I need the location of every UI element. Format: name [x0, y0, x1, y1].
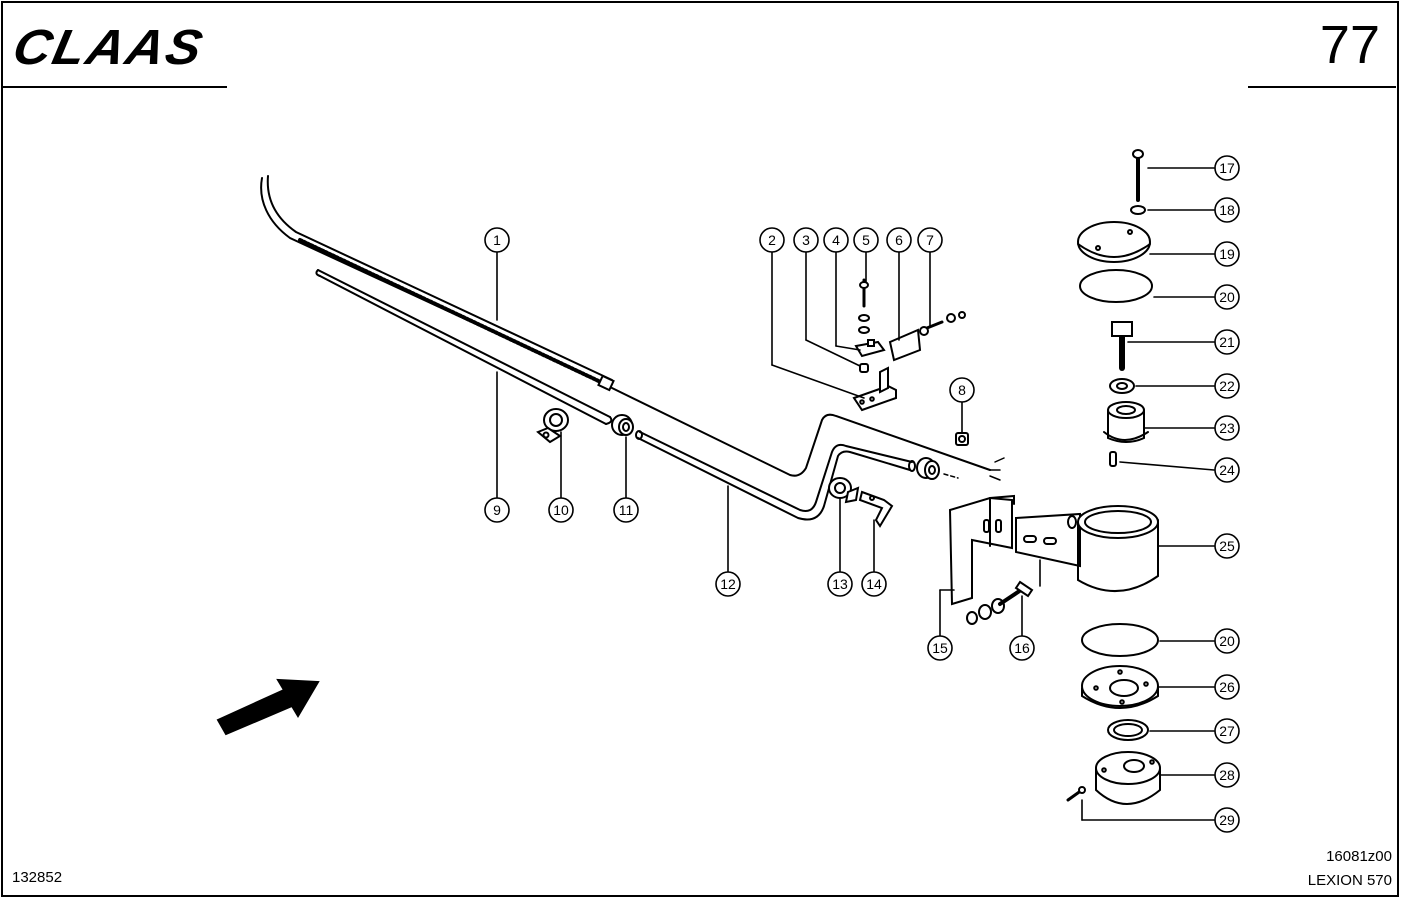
part-23-bushing: [1103, 401, 1149, 443]
svg-text:15: 15: [932, 640, 948, 656]
callout-4: 4: [823, 227, 849, 253]
part-13-clamp: [828, 477, 860, 504]
page-number: 77: [1319, 15, 1380, 75]
callout-11: 11: [613, 497, 639, 523]
svg-text:28: 28: [1219, 767, 1235, 783]
callout-26: 26: [1214, 674, 1240, 700]
svg-text:11: 11: [619, 502, 634, 518]
callout-16: 16: [1009, 635, 1035, 661]
part-16-bolt-set: [966, 580, 1034, 625]
part-29-screw: [1066, 786, 1086, 802]
part-1-threaded-shaft: [260, 175, 1005, 481]
svg-text:23: 23: [1219, 420, 1235, 436]
svg-text:9: 9: [493, 502, 501, 518]
callout-9: 9: [484, 497, 510, 523]
model-name: LEXION 570: [1307, 872, 1392, 889]
callout-6: 6: [886, 227, 912, 253]
callout-1: 1: [484, 227, 510, 253]
callout-13: 13: [827, 571, 853, 597]
svg-text:16: 16: [1014, 640, 1030, 656]
svg-text:2: 2: [768, 232, 776, 248]
callout-28: 28: [1214, 762, 1240, 788]
drawing-number: 16081z00: [1326, 848, 1392, 865]
svg-text:22: 22: [1219, 378, 1235, 394]
callout-2: 2: [759, 227, 785, 253]
svg-text:19: 19: [1219, 246, 1235, 262]
svg-text:13: 13: [832, 576, 848, 592]
callout-22: 22: [1214, 373, 1240, 399]
callout-15: 15: [927, 635, 953, 661]
header-rule-right: [1248, 86, 1396, 88]
callout-27: 27: [1214, 718, 1240, 744]
part-17-bolt: [1132, 149, 1144, 202]
callout-24: 24: [1214, 457, 1240, 483]
part-18-washer: [1130, 205, 1146, 215]
svg-text:10: 10: [553, 502, 569, 518]
part-14-bracket: [858, 490, 894, 528]
svg-text:21: 21: [1219, 334, 1235, 350]
part-22-washer: [1109, 378, 1135, 394]
direction-arrow-icon: [216, 678, 320, 736]
part-11-bushing: [611, 414, 634, 436]
part-20-gasket-lower: [1081, 623, 1159, 657]
svg-text:17: 17: [1219, 160, 1235, 176]
callout-7: 7: [917, 227, 943, 253]
part-25-housing: [1015, 505, 1159, 592]
svg-text:20: 20: [1219, 289, 1235, 305]
part-21-bolt: [1111, 321, 1133, 371]
callout-20-upper: 20: [1214, 284, 1240, 310]
callout-25: 25: [1214, 533, 1240, 559]
callout-19: 19: [1214, 241, 1240, 267]
callout-12: 12: [715, 571, 741, 597]
svg-text:7: 7: [926, 232, 934, 248]
callout-14: 14: [861, 571, 887, 597]
callout-23: 23: [1214, 415, 1240, 441]
svg-text:26: 26: [1219, 679, 1235, 695]
part-10-clamp: [536, 408, 569, 444]
document-number: 132852: [12, 869, 63, 886]
callout-17: 17: [1214, 155, 1240, 181]
part-26-flange: [1081, 665, 1159, 709]
callout-21: 21: [1214, 329, 1240, 355]
svg-text:4: 4: [832, 232, 840, 248]
svg-text:5: 5: [862, 232, 870, 248]
part-19-cover: [1077, 221, 1151, 263]
svg-text:8: 8: [958, 382, 966, 398]
svg-text:12: 12: [720, 576, 736, 592]
svg-text:18: 18: [1219, 202, 1235, 218]
part-20-gasket-upper: [1079, 269, 1153, 303]
svg-text:1: 1: [493, 232, 501, 248]
callout-29: 29: [1214, 807, 1240, 833]
part-15-mount-bracket: [948, 494, 1015, 606]
callout-3: 3: [793, 227, 819, 253]
svg-text:6: 6: [895, 232, 903, 248]
bracket-assembly-2-7: [852, 278, 966, 412]
callout-8: 8: [949, 377, 975, 403]
callout-markers: 1 2 3 4 5 6 7 8 9 10 11 12 13 14 15 16 1…: [484, 155, 1240, 833]
part-12-bent-rod: [635, 430, 916, 521]
part-24-pin: [1109, 451, 1117, 467]
svg-text:25: 25: [1219, 538, 1235, 554]
svg-text:20: 20: [1219, 633, 1235, 649]
part-27-seal-ring: [1107, 719, 1149, 741]
svg-text:29: 29: [1219, 812, 1235, 828]
part-9-rod: [315, 269, 613, 425]
part-8-nut: [955, 432, 969, 446]
svg-text:14: 14: [866, 576, 882, 592]
callout-5: 5: [853, 227, 879, 253]
header-rule-left: [3, 86, 227, 88]
callout-20-lower: 20: [1214, 628, 1240, 654]
svg-text:27: 27: [1219, 723, 1235, 739]
end-bushing: [916, 457, 959, 480]
callout-18: 18: [1214, 197, 1240, 223]
leader-lines: [496, 167, 1215, 821]
callout-10: 10: [548, 497, 574, 523]
svg-text:3: 3: [802, 232, 810, 248]
part-28-hub: [1095, 751, 1161, 805]
svg-text:24: 24: [1219, 462, 1235, 478]
